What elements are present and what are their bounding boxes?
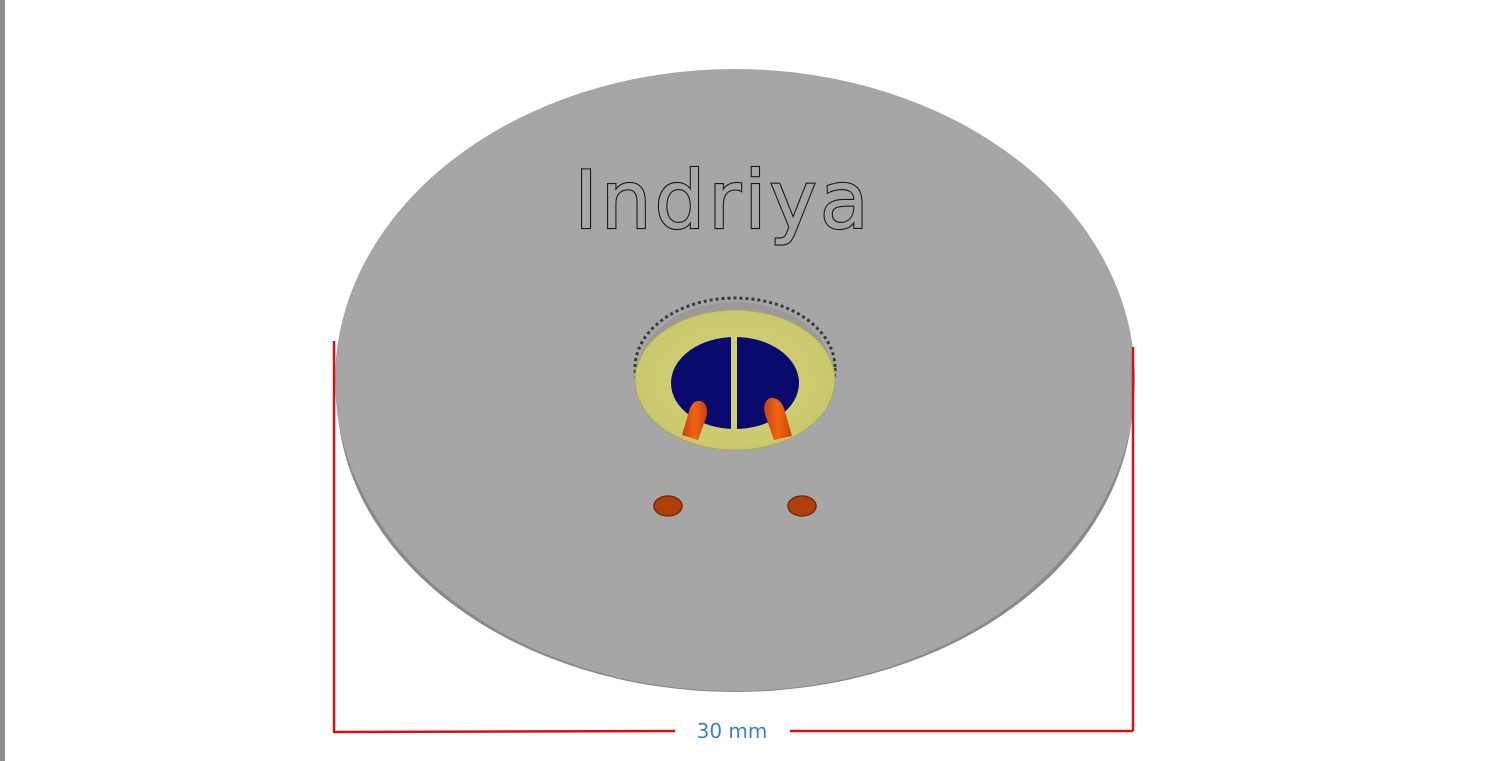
dimension-line-left: [333, 729, 676, 734]
lead-wire-right: [764, 397, 792, 440]
solder-pad-right: [787, 495, 817, 517]
solder-pad-left: [653, 495, 683, 517]
dimension-label: 30 mm: [697, 719, 768, 743]
lead-wire-left: [682, 400, 707, 440]
engraved-text: Indriya: [574, 154, 872, 247]
viewport-left-border: [0, 0, 5, 761]
sensor-split-line: [731, 336, 737, 430]
